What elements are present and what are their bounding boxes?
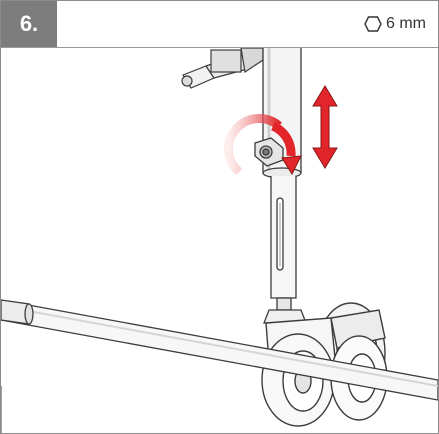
tool-spec: 6 mm: [364, 14, 426, 34]
inner-tube: [270, 176, 297, 299]
up-down-arrow: [312, 85, 338, 169]
hex-bolt: [254, 137, 284, 167]
hex-key-icon: [364, 16, 382, 32]
step-header: 6. 6 mm: [1, 1, 438, 48]
tool-size-label: 6 mm: [386, 15, 426, 32]
frame-tube: [1, 299, 438, 401]
assembly-illustration: [1, 48, 438, 433]
step-number: 6.: [1, 1, 57, 47]
bracket-part: [181, 48, 264, 89]
rotate-arrow: [224, 114, 302, 176]
